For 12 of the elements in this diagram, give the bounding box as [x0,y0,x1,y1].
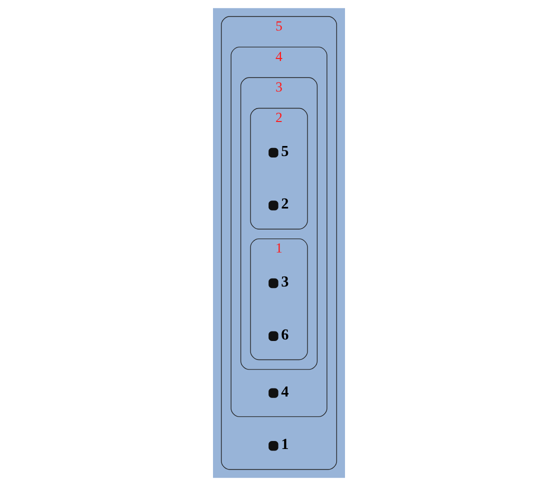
node-circle [268,331,278,341]
node-label: 3 [280,273,288,290]
node-circle [268,278,278,288]
node-label: 1 [280,436,288,454]
node-circle [268,388,278,398]
node-label: 6 [280,326,288,344]
node-label: 4 [280,383,288,400]
node-circle [268,200,278,210]
node-label: 2 [280,196,288,213]
node-circle [268,441,278,451]
node-label: 5 [280,142,288,160]
node-circle [268,148,278,158]
